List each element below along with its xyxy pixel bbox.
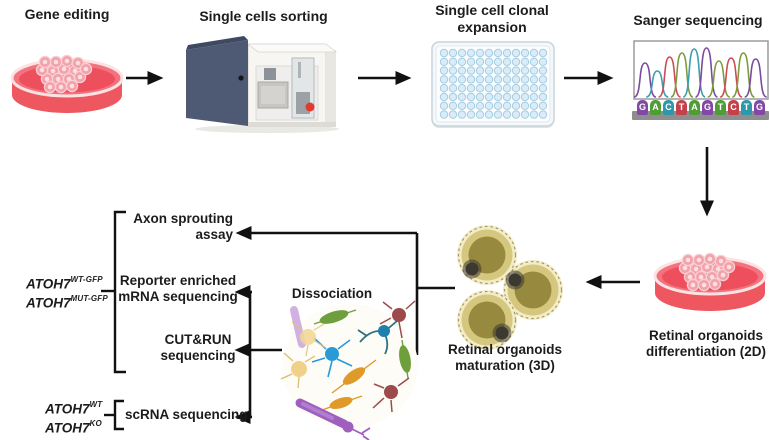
assay-label-reporter-mrna: Reporter enriched mRNA sequencing	[118, 273, 238, 306]
step-label-retinal-maturation: Retinal organoids maturation (3D)	[426, 342, 584, 375]
96-well-plate-illustration	[431, 41, 555, 128]
gene-name: ATOH7	[45, 420, 90, 436]
genotype-wt: ATOH7WT	[45, 398, 102, 417]
chromatogram-peak	[707, 60, 731, 98]
genotype-labels-gfp: ATOH7WT-GFP ATOH7MUT-GFP	[26, 273, 108, 311]
chromatogram-illustration	[633, 40, 769, 100]
genotype-wt-gfp: ATOH7WT-GFP	[26, 273, 108, 292]
sequence-base: C	[728, 100, 739, 115]
genotype-superscript: MUT-GFP	[70, 294, 108, 303]
cell-maroon-star-top	[379, 300, 416, 339]
sequence-base: A	[650, 100, 661, 115]
step-label-gene-editing: Gene editing	[24, 6, 110, 22]
cell-teal-neuron	[357, 320, 398, 355]
sequence-base: T	[676, 100, 687, 115]
cell-colonies	[35, 54, 93, 94]
label-line: Retinal organoids	[648, 328, 763, 343]
sequence-base: C	[663, 100, 674, 115]
assay-label-scrna: scRNA sequencing	[125, 407, 248, 422]
label-line: assay	[195, 227, 233, 243]
petri-dish-differentiation-illustration	[653, 252, 767, 311]
label-line: Retinal organoids	[447, 342, 562, 357]
cell-cream-star-1	[291, 321, 327, 357]
gene-name: ATOH7	[26, 295, 71, 311]
petri-dish-gene-editing-illustration	[10, 54, 124, 113]
genotype-superscript: KO	[89, 419, 102, 428]
cell-green-spindle-top	[313, 309, 357, 325]
gene-name: ATOH7	[45, 401, 90, 417]
cell-orange-spindle-2	[321, 395, 363, 411]
chromatogram-peak	[719, 57, 743, 98]
label-line: differentiation (2D)	[646, 344, 766, 360]
label-line: Axon sprouting	[133, 211, 233, 226]
chromatogram-peak	[744, 58, 768, 98]
chromatogram-peak	[645, 70, 669, 98]
assay-label-axon-sprouting: Axon sprouting assay	[118, 211, 233, 244]
genotype-superscript: WT	[89, 400, 103, 409]
bracket-wt-ko-genotypes	[113, 399, 124, 431]
label-line: Reporter enriched	[119, 273, 237, 288]
step-label-single-cells-sorting: Single cells sorting	[199, 8, 328, 24]
step-label-retinal-differentiation: Retinal organoids differentiation (2D)	[626, 328, 769, 361]
cell-colonies	[678, 252, 736, 292]
label-line: maturation (3D)	[455, 358, 555, 374]
genotype-mut-gfp: ATOH7MUT-GFP	[26, 292, 108, 311]
chromatogram-peak	[670, 52, 694, 98]
retinal-organoids-illustration	[457, 225, 563, 350]
cell-maroon-bottom-right	[372, 377, 410, 413]
dissociated-cells-illustration	[280, 300, 418, 440]
chromatogram-peak	[658, 56, 682, 98]
step-label-clonal-expansion: Single cell clonal expansion	[435, 2, 549, 36]
genotype-superscript: WT-GFP	[70, 275, 103, 284]
plate-wells	[439, 48, 548, 119]
sequence-base: G	[754, 100, 765, 115]
label-line: mRNA sequencing	[118, 289, 238, 305]
sequence-base: G	[637, 100, 648, 115]
sequence-base: A	[689, 100, 700, 115]
step-label-dissociation: Dissociation	[291, 286, 373, 301]
organoid-group	[457, 225, 563, 350]
cell-orange-spindle-1	[331, 359, 377, 394]
sequence-base: G	[702, 100, 713, 115]
chromatogram-peaks	[633, 47, 768, 98]
cell-cream-star-2	[280, 352, 316, 389]
sequence-base: T	[715, 100, 726, 115]
sequence-baseline-bar	[632, 111, 769, 120]
genotype-ko: ATOH7KO	[45, 417, 102, 436]
label-line: sequencing	[160, 348, 236, 364]
sequence-base: T	[741, 100, 752, 115]
cell-sorter-illustration	[186, 36, 339, 133]
gene-name: ATOH7	[26, 276, 71, 292]
step-label-sanger-sequencing: Sanger sequencing	[633, 12, 763, 28]
power-button	[305, 102, 315, 112]
assay-label-cut-and-run: CUT&RUN sequencing	[138, 332, 258, 365]
genotype-labels-wt-ko: ATOH7WT ATOH7KO	[45, 398, 102, 436]
cell-purple-photoreceptor	[295, 398, 371, 440]
label-line: CUT&RUN	[164, 332, 232, 347]
